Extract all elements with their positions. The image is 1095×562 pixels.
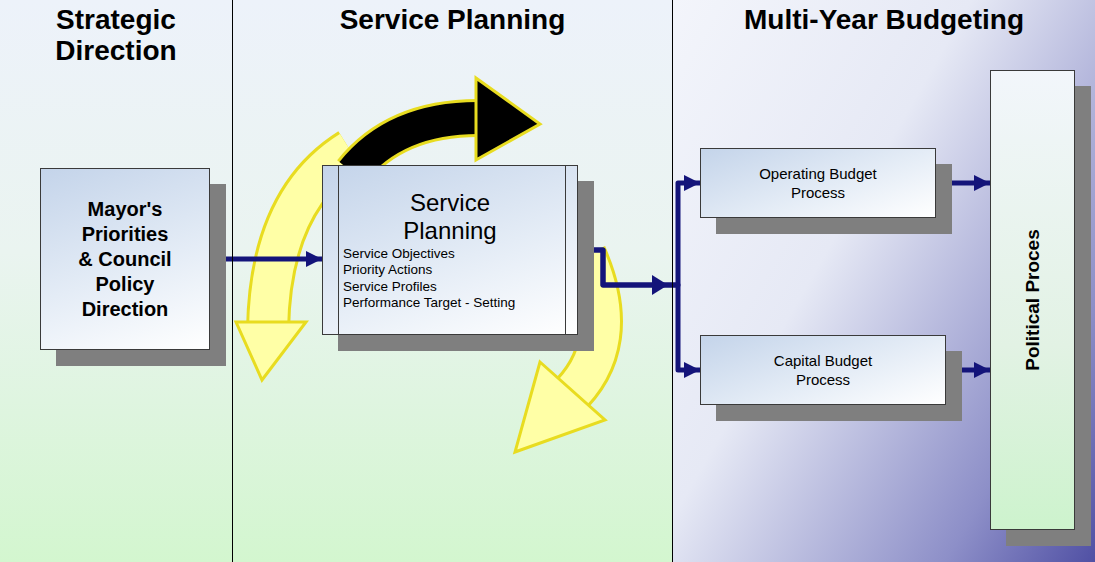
cycle-arc <box>352 118 478 172</box>
list-item: Service Objectives <box>323 246 455 262</box>
process-box: Operating Budget Process <box>700 148 936 218</box>
list-item: Service Profiles <box>323 279 437 295</box>
box-label: Operating Budget Process <box>748 164 888 203</box>
flow-arrow <box>936 181 990 186</box>
list-item: Performance Target - Setting <box>323 295 515 311</box>
box-title: Service Planning <box>375 189 525 244</box>
political-box: Political Proces <box>990 70 1075 530</box>
flow-arrow <box>210 257 322 262</box>
column-band: Multi-Year BudgetingOperating Budget Pro… <box>673 0 1095 562</box>
box-label: Capital Budget Process <box>753 351 893 390</box>
flow-arrow <box>946 368 990 373</box>
column-heading: Multi-Year Budgeting <box>744 4 1024 35</box>
list-item: Priority Actions <box>323 262 432 278</box>
cycle-head <box>236 322 306 380</box>
flow-arrow <box>578 183 700 285</box>
process-box: Capital Budget Process <box>700 335 946 405</box>
box-inner-line <box>565 166 566 334</box>
flow-arrow <box>578 250 700 370</box>
process-box: Service PlanningService ObjectivesPriori… <box>322 165 578 335</box>
box-label: Mayor's Priorities & Council Policy Dire… <box>73 197 177 322</box>
column-heading: Strategic Direction <box>26 4 206 67</box>
box-inner-line <box>338 166 339 334</box>
cycle-head <box>476 78 540 160</box>
column-heading: Service Planning <box>340 4 566 35</box>
vertical-label: Political Proces <box>1022 229 1044 371</box>
column-band: Service PlanningService PlanningService … <box>233 0 673 562</box>
cycle-head <box>515 362 605 452</box>
process-box: Mayor's Priorities & Council Policy Dire… <box>40 168 210 350</box>
column-band: Strategic DirectionMayor's Priorities & … <box>0 0 233 562</box>
cycle-arc <box>352 118 478 172</box>
